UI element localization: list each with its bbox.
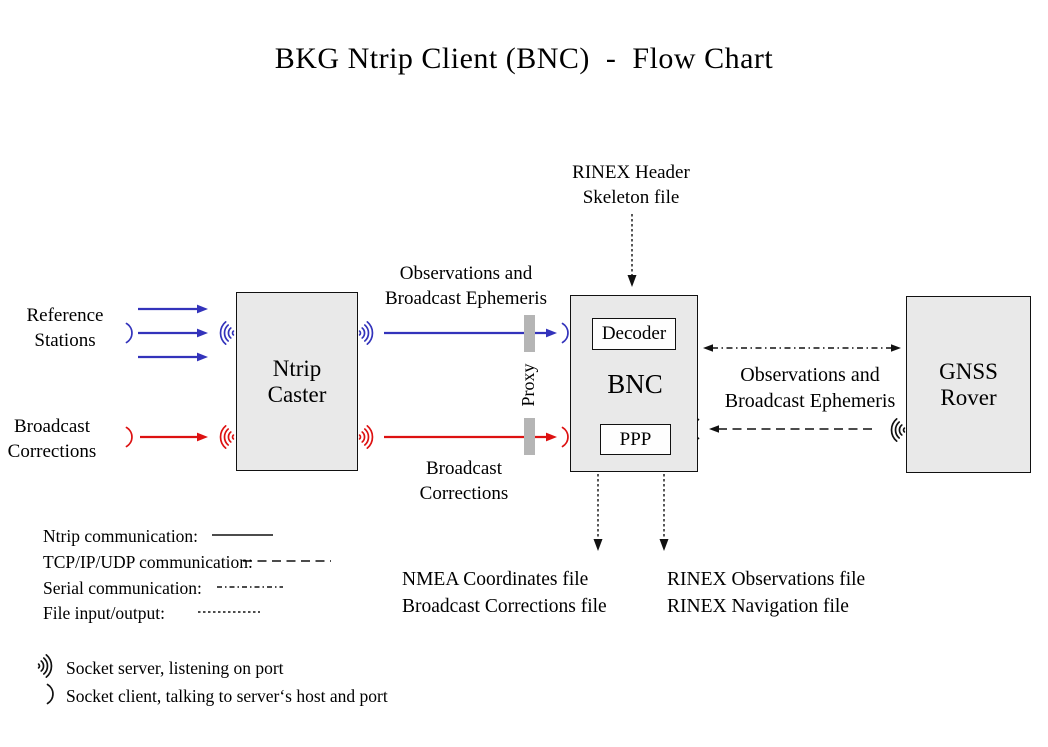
label-proxy: Proxy — [518, 363, 538, 407]
label-broadcast-corrections-input: Broadcast Corrections — [2, 414, 102, 464]
nmea-out-line1: NMEA Coordinates file — [402, 569, 589, 590]
node-gnss-rover: GNSS Rover — [906, 296, 1031, 473]
label-broadcast-corrections-link: Broadcast Corrections — [399, 456, 529, 506]
proxy-bars — [524, 315, 535, 455]
obs-right-line2: Broadcast Ephemeris — [724, 390, 896, 412]
rinex-out-line2: RINEX Navigation file — [667, 595, 849, 617]
node-decoder: Decoder — [592, 318, 676, 350]
bc-link-line2: Corrections — [419, 483, 509, 504]
reference-stations-line1: Reference — [26, 305, 104, 326]
broadcast-corrections-input-arrow — [140, 432, 208, 442]
label-rinex-header-skeleton: RINEX Header Skeleton file — [531, 160, 731, 210]
label-nmea-outputs: NMEA Coordinates file Broadcast Correcti… — [402, 567, 662, 620]
gnss-rover-label: GNSS Rover — [939, 359, 998, 411]
gnss-rover-line1: GNSS — [939, 358, 998, 384]
legend-socket-client-text: Socket client, talking to server‘s host … — [66, 686, 388, 706]
legend-socket-client-icon — [46, 683, 54, 705]
legend-item-tcp: TCP/IP/UDP communication: — [43, 552, 253, 572]
legend-item-fileio: File input/output: — [43, 603, 166, 623]
node-ppp: PPP — [600, 424, 671, 455]
socket-client-icon-broadcast-corrections — [125, 426, 133, 448]
rinex-out-line1: RINEX Observations file — [667, 569, 866, 590]
label-observations-right: Observations and Broadcast Ephemeris — [705, 362, 915, 414]
socket-client-icon-bnc-obs-in — [561, 322, 569, 344]
obs-top-line1: Observations and — [399, 263, 533, 284]
socket-server-icon-caster-corr-in — [219, 425, 235, 449]
label-rinex-outputs: RINEX Observations file RINEX Navigation… — [667, 567, 927, 620]
gnss-rover-line2: Rover — [940, 384, 997, 410]
legend-item-serial: Serial communication: — [43, 578, 202, 598]
legend-socket-server-text: Socket server, listening on port — [66, 658, 284, 678]
reference-stations-line2: Stations — [34, 330, 96, 351]
obs-right-line1: Observations and — [740, 364, 880, 386]
page-title: BKG Ntrip Client (BNC) - Flow Chart — [274, 42, 774, 75]
rinex-skeleton-to-bnc-arrow — [627, 214, 637, 287]
bc-input-line1: Broadcast — [14, 416, 90, 437]
ntrip-caster-label: Ntrip Caster — [268, 356, 327, 408]
bc-link-line1: Broadcast — [426, 458, 502, 479]
bnc-label: BNC — [607, 369, 663, 399]
node-bnc: Decoder BNC PPP — [570, 295, 698, 472]
socket-client-icon-bnc-corr-in — [561, 426, 569, 448]
label-reference-stations: Reference Stations — [15, 303, 115, 353]
ntrip-caster-line2: Caster — [267, 381, 327, 407]
socket-server-icon-caster-obs-out — [358, 321, 374, 345]
rinex-skel-line2: Skeleton file — [582, 187, 680, 208]
caster-to-bnc-corrections-arrow — [384, 432, 557, 442]
rover-to-bnc-tcp-arrow — [709, 425, 873, 433]
socket-server-icon-caster-obs-in — [219, 321, 235, 345]
legend-socket-server-icon — [37, 654, 53, 678]
rinex-skel-line1: RINEX Header — [572, 162, 690, 183]
label-observations-top: Observations and Broadcast Ephemeris — [366, 261, 566, 311]
socket-server-icon-rover — [890, 418, 906, 442]
bnc-to-rinex-files-arrow — [659, 474, 669, 551]
nmea-out-line2: Broadcast Corrections file — [402, 595, 607, 617]
bnc-to-nmea-files-arrow — [593, 474, 603, 551]
bnc-rover-serial-link — [703, 344, 901, 352]
obs-top-line2: Broadcast Ephemeris — [385, 288, 547, 309]
socket-server-icon-caster-corr-out — [358, 425, 374, 449]
caster-to-bnc-observations-arrow — [384, 328, 557, 338]
ntrip-caster-line1: Ntrip — [272, 355, 322, 381]
reference-stations-arrows — [138, 304, 208, 362]
socket-client-icon-reference-stations — [125, 322, 133, 344]
bc-input-line2: Corrections — [7, 441, 97, 462]
legend-item-ntrip: Ntrip communication: — [43, 526, 199, 546]
node-ntrip-caster: Ntrip Caster — [236, 292, 358, 471]
